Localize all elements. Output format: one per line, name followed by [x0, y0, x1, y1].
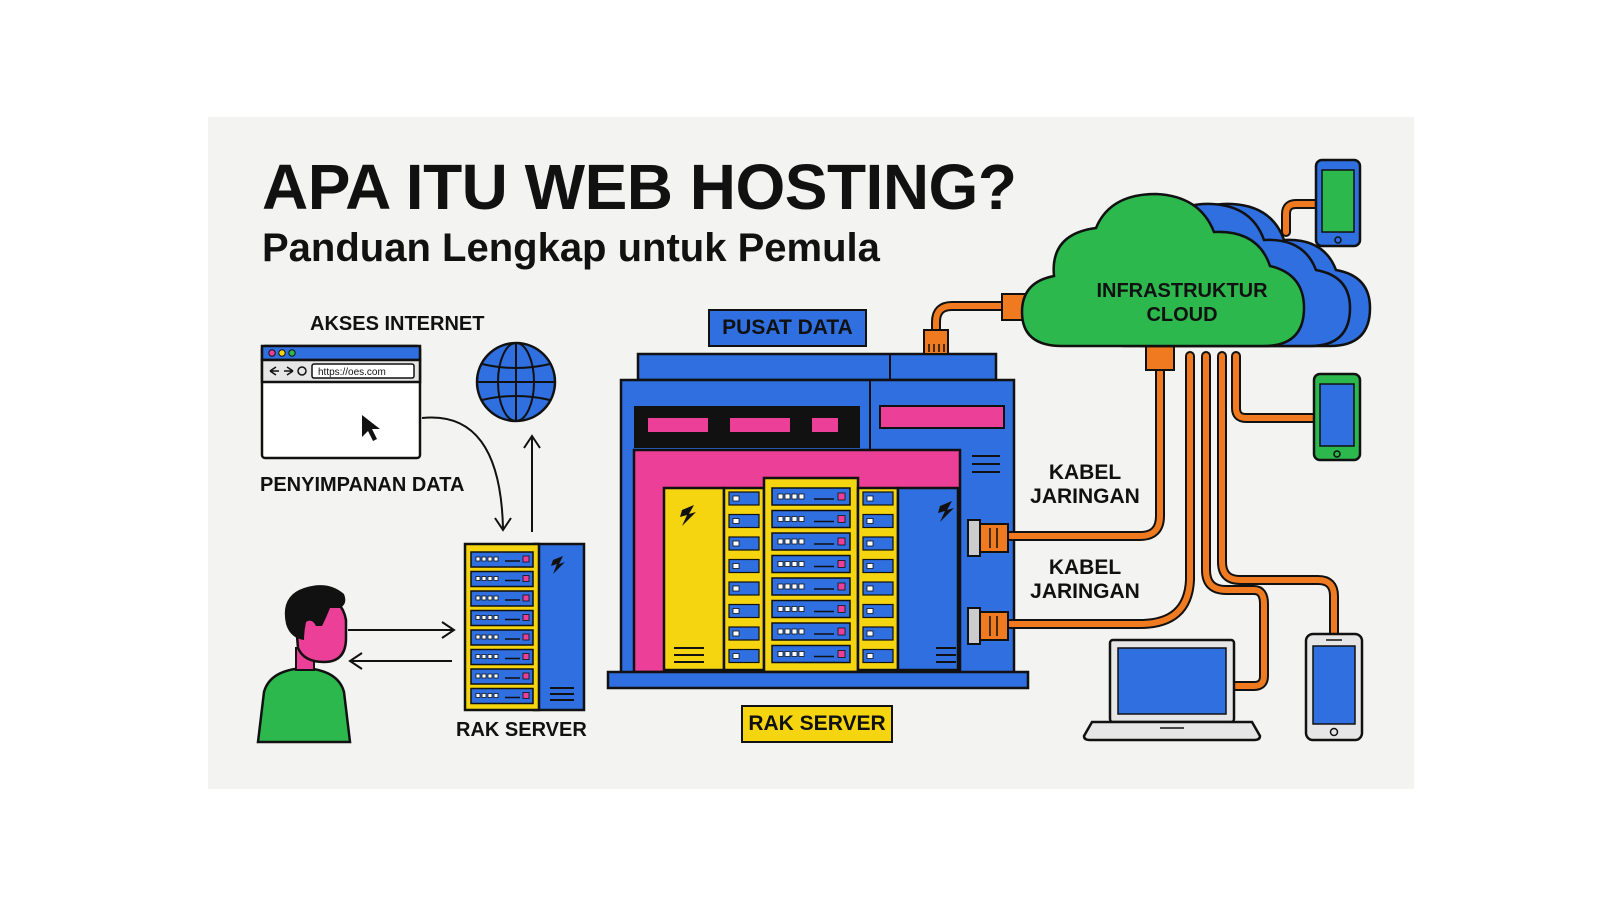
label-cloud: INFRASTRUKTUR CLOUD [1096, 280, 1268, 326]
page-subtitle: Panduan Lengkap untuk Pemula [262, 226, 880, 270]
laptop-icon [1082, 638, 1262, 742]
smartphone-icon [1314, 158, 1362, 248]
server-rack-icon [463, 542, 586, 712]
label-kabel-jaringan-2: KABEL JARINGAN [1030, 556, 1140, 603]
label-penyimpanan-data: PENYIMPANAN DATA [260, 474, 465, 496]
label-kabel-jaringan-1: KABEL JARINGAN [1030, 461, 1140, 508]
label-rak-server-tag: RAK SERVER [741, 705, 893, 743]
cloud-icon [1020, 192, 1372, 348]
cursor-icon [362, 415, 380, 441]
browser-window-icon: https://oes.com [260, 344, 422, 460]
data-center-icon [606, 352, 1030, 690]
browser-url: https://oes.com [318, 367, 386, 378]
label-akses-internet: AKSES INTERNET [310, 313, 485, 335]
network-cable-icon [931, 199, 1339, 691]
label-pusat-data: PUSAT DATA [708, 309, 867, 347]
label-rak-server: RAK SERVER [456, 719, 587, 741]
smartphone-icon [1312, 372, 1362, 462]
smartphone-icon [1304, 632, 1364, 742]
page-title: APA ITU WEB HOSTING? [262, 151, 1017, 223]
globe-icon [475, 341, 557, 423]
person-icon [256, 585, 352, 744]
